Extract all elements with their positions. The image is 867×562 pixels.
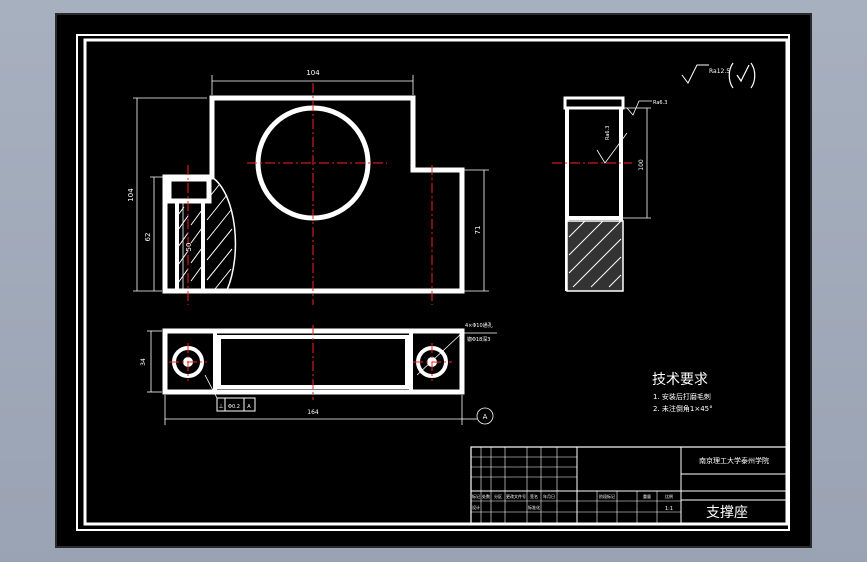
dim-bottom-width: 164 bbox=[307, 409, 319, 416]
engineering-drawing: 104 104 62 50 71 100 Ra6.3 Ra6.3 bbox=[76, 34, 790, 531]
hole-note-2: 锪Φ18深3 bbox=[467, 336, 490, 343]
tb-header-6: 年月日 bbox=[543, 493, 555, 499]
hatch-break bbox=[206, 184, 233, 290]
technical-requirements: 技术要求 1. 安装后打磨毛刺 2. 未注倒角1×45° bbox=[652, 372, 713, 413]
outer-frame bbox=[76, 34, 790, 531]
tb-row-2: 标准化 bbox=[528, 504, 540, 510]
break-section-outline bbox=[211, 176, 237, 291]
datum-label: A bbox=[483, 413, 488, 421]
tech-note-2: 2. 未注倒角1×45° bbox=[653, 404, 713, 413]
centre-lines-top bbox=[169, 325, 452, 400]
cad-viewport[interactable]: 104 104 62 50 71 100 Ra6.3 Ra6.3 bbox=[55, 13, 812, 548]
tb-header-5: 签名 bbox=[530, 493, 538, 499]
tb-header-3: 分区 bbox=[494, 493, 502, 499]
dim-bottom-height: 34 bbox=[140, 358, 147, 366]
tb-header-4: 更改文件号 bbox=[506, 493, 526, 499]
front-dimensions bbox=[133, 75, 489, 292]
dim-right-height: 71 bbox=[474, 226, 482, 235]
roughness-general: Ra12.5 bbox=[709, 68, 730, 75]
dim-overall-height: 104 bbox=[127, 188, 135, 202]
side-section bbox=[566, 220, 624, 292]
front-view: 104 104 62 50 71 bbox=[127, 69, 489, 305]
dim-left-height: 62 bbox=[144, 233, 152, 242]
tb-row-5: 比例 bbox=[665, 493, 673, 499]
tb-row-4: 重量 bbox=[643, 493, 651, 499]
hatch-side bbox=[568, 220, 622, 288]
dim-top-width: 104 bbox=[306, 69, 320, 77]
tb-institution: 南京理工大学泰州学院 bbox=[699, 456, 769, 465]
general-roughness: Ra12.5 bbox=[681, 62, 756, 89]
tb-title: 支撑座 bbox=[706, 505, 748, 521]
gtol-symbol: ⊥ bbox=[218, 403, 223, 410]
side-view: 100 Ra6.3 Ra6.3 bbox=[552, 96, 667, 292]
left-tab bbox=[166, 176, 212, 204]
gtol-datum: A bbox=[247, 404, 251, 410]
tech-note-1: 1. 安装后打磨毛刺 bbox=[653, 392, 711, 401]
tech-title: 技术要求 bbox=[652, 372, 708, 388]
top-dimensions bbox=[147, 330, 497, 425]
centre-lines-front bbox=[187, 83, 433, 305]
tb-header-2: 处数 bbox=[482, 493, 490, 499]
title-block-text: 标记 处数 分区 更改文件号 签名 年月日 设计 标准化 阶段标记 重量 比例 … bbox=[472, 456, 769, 521]
top-view: 164 34 4×Φ10通孔 锪Φ18深3 ⊥ Φ0.2 A A bbox=[140, 322, 497, 425]
hole-note: 4×Φ10通孔 bbox=[465, 322, 493, 329]
tb-scale: 1:1 bbox=[665, 506, 673, 512]
tb-row-3: 阶段标记 bbox=[599, 493, 615, 499]
gtol-value: Φ0.2 bbox=[228, 404, 240, 410]
gtol-frame: ⊥ Φ0.2 A bbox=[216, 397, 256, 412]
roughness-side: Ra6.3 bbox=[653, 100, 667, 106]
side-top-band bbox=[563, 96, 625, 110]
side-dimensions bbox=[596, 100, 652, 219]
inner-frame bbox=[83, 38, 789, 526]
dim-inner-height: 50 bbox=[185, 243, 193, 252]
dim-side-height: 100 bbox=[638, 159, 645, 171]
tb-row-1: 设计 bbox=[472, 504, 480, 510]
tb-header-1: 标记 bbox=[472, 493, 480, 499]
title-block bbox=[470, 446, 788, 525]
roughness-bore: Ra6.3 bbox=[605, 126, 611, 140]
